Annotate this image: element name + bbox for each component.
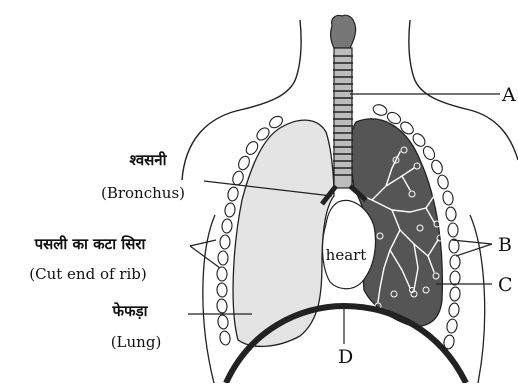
rib-hindi-label: पसली का कटा सिरा (34, 235, 147, 253)
lung-english-label: (Lung) (111, 333, 162, 351)
heart-label: heart (326, 246, 367, 264)
lung-hindi-label: फेफड़ा (111, 302, 148, 320)
bronchus-hindi-label: श्वसनी (129, 151, 167, 169)
label-a: A (501, 84, 516, 106)
rib-english-label: (Cut end of rib) (29, 265, 146, 283)
label-d: D (338, 346, 353, 368)
bronchus-english-label: (Bronchus) (101, 184, 185, 202)
label-b: B (498, 234, 512, 256)
label-c: C (498, 274, 513, 296)
